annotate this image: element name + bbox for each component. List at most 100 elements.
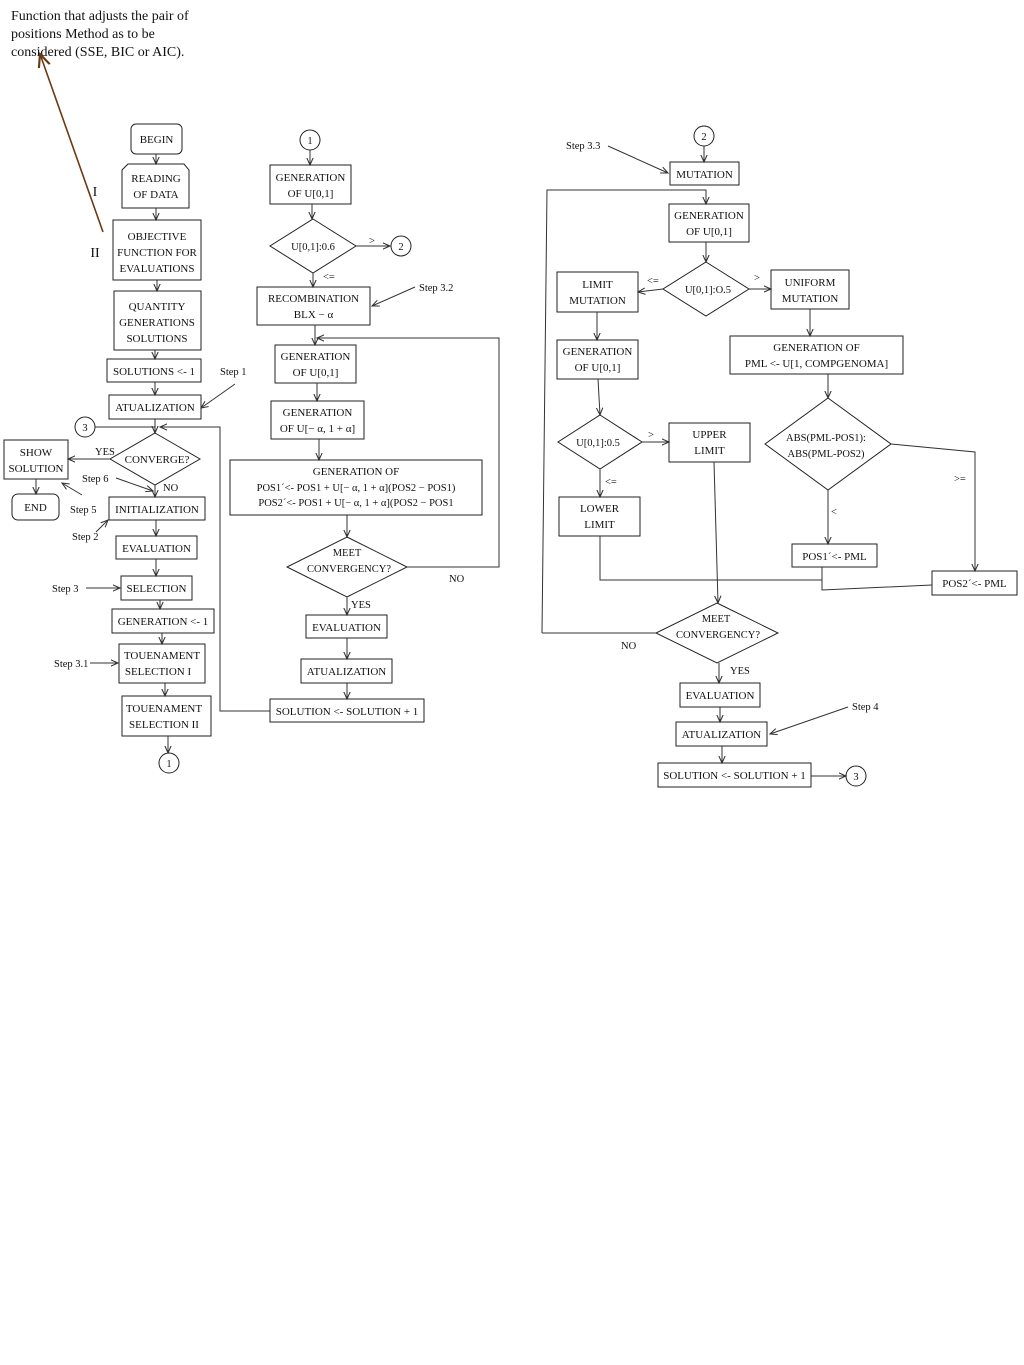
limit-mutation-label-1: LIMIT — [582, 279, 613, 291]
generation-pml-label-2: PML <- U[1, COMPGENOMA] — [745, 358, 888, 370]
uniform-mutation-label-2: MUTATION — [782, 293, 839, 305]
generation-u01-b-box — [274, 344, 357, 384]
generation-u01-c-label-2: OF U[0,1] — [686, 226, 732, 238]
meet-label-3: MEET — [702, 614, 731, 625]
generation-positions-label-3: POS2´<- POS1 + U[− α, 1 + α](POS2 − POS1 — [258, 498, 453, 509]
generation-positions-label-1: GENERATION OF — [313, 466, 399, 478]
generation-u01-b-label-1: GENERATION — [281, 351, 351, 363]
show-solution-box — [3, 439, 69, 480]
show-solution-label-2: SOLUTION — [9, 463, 64, 475]
abs-decision — [764, 397, 892, 491]
solution-inc-label: SOLUTION <- SOLUTION + 1 — [276, 706, 419, 718]
limit-mutation-box — [556, 271, 639, 313]
generation-alpha-box — [270, 400, 365, 440]
meet-label-2: CONVERGENCY? — [307, 564, 391, 575]
pos1-label: POS1´<- PML — [802, 551, 867, 563]
step-4-label: Step 4 — [852, 702, 879, 713]
limit-mutation-label-2: MUTATION — [569, 295, 626, 307]
reading-data-box — [121, 163, 190, 209]
yes-label-3: YES — [730, 666, 750, 677]
step-1-label: Step 1 — [220, 367, 247, 378]
evaluation-box-3 — [679, 682, 761, 708]
connector-2-out — [390, 235, 412, 257]
evaluation-label-3: EVALUATION — [686, 690, 755, 702]
u01-05-b-label: U[0,1]:0.5 — [576, 438, 620, 449]
mutation-flow-column: 2 Step 3.3 MUTATION GENERATION OF U[0,1]… — [541, 125, 1018, 788]
marker-i: I — [93, 185, 98, 200]
le-label-3: <= — [647, 276, 659, 287]
u01-06-label: U[0,1]:0.6 — [291, 242, 335, 253]
quantity-box — [113, 290, 202, 351]
atualization-label-3: ATUALIZATION — [682, 729, 761, 741]
lt-label: < — [831, 507, 837, 518]
generation-u01-c-label-1: GENERATION — [674, 210, 744, 222]
gt-label: > — [369, 236, 375, 247]
objective-label-3: EVALUATIONS — [120, 263, 195, 275]
objective-label-1: OBJECTIVE — [128, 231, 187, 243]
meet-label-4: CONVERGENCY? — [676, 630, 760, 641]
upper-limit-label-1: UPPER — [692, 429, 727, 441]
uniform-mutation-label-1: UNIFORM — [785, 277, 836, 289]
atualization-label-2: ATUALIZATION — [307, 666, 386, 678]
selection-label: SELECTION — [127, 583, 187, 595]
connector-1-in-label: 1 — [307, 136, 312, 147]
recombination-flow-column: 1 GENERATION OF U[0,1] U[0,1]:0.6 2 > <=… — [229, 129, 500, 723]
generation-pml-box — [729, 335, 904, 375]
generation-pml-label-1: GENERATION OF — [773, 342, 859, 354]
step-3-label: Step 3 — [52, 584, 79, 595]
generation-u01-d-label-1: GENERATION — [563, 346, 633, 358]
gt-label-3: > — [754, 273, 760, 284]
mutation-label: MUTATION — [676, 169, 733, 181]
main-flow-column: BEGIN READING OF DATA I II OBJECTIVE FUN… — [3, 123, 270, 774]
pos2-label: POS2´<- PML — [942, 578, 1007, 590]
no-label-2: NO — [449, 574, 465, 585]
generation-u01-label-1: GENERATION — [276, 172, 346, 184]
no-label: NO — [163, 483, 179, 494]
evaluation-label-2: EVALUATION — [312, 622, 381, 634]
generation-u01-b-label-2: OF U[0,1] — [293, 367, 339, 379]
end-label: END — [24, 502, 47, 514]
objective-function-note: Function that adjusts the pair of positi… — [11, 9, 189, 60]
connector-2-out-label: 2 — [398, 242, 403, 253]
tournament-2-box — [121, 695, 212, 737]
note-pointer-arrow — [40, 54, 104, 233]
step-3-2-label: Step 3.2 — [419, 283, 453, 294]
generation-u01-d-box — [556, 339, 639, 380]
pos2-box — [931, 570, 1018, 596]
generation-init-box — [111, 608, 215, 634]
abs-label-1: ABS(PML-POS1): — [786, 433, 866, 444]
connector-1-out-label: 1 — [166, 759, 171, 770]
generation-u01-d-label-2: OF U[0,1] — [575, 362, 621, 374]
tournament-1-label-2: SELECTION I — [125, 666, 192, 678]
evaluation-label: EVALUATION — [122, 543, 191, 555]
objective-label-2: FUNCTION FOR — [117, 247, 197, 259]
generation-u01-label-2: OF U[0,1] — [288, 188, 334, 200]
recombination-label-2: BLX − α — [294, 309, 334, 321]
u01-05-label: U[0,1]:O.5 — [685, 285, 731, 296]
generation-u01-box — [269, 164, 352, 205]
generation-positions-box — [229, 459, 483, 516]
connector-3-out-label: 3 — [853, 772, 858, 783]
ge-label: >= — [954, 474, 966, 485]
yes-label: YES — [95, 447, 115, 458]
tournament-2-label-2: SELECTION II — [129, 719, 199, 731]
generation-alpha-label-2: OF U[− α, 1 + α] — [280, 423, 355, 435]
meet-convergency-decision-2 — [654, 602, 780, 664]
tournament-1-label-1: TOUENAMENT — [124, 650, 200, 662]
no-label-3: NO — [621, 641, 637, 652]
objective-function-box — [112, 219, 202, 281]
yes-label-2: YES — [351, 600, 371, 611]
tournament-1-box — [118, 643, 206, 684]
generation-positions-label-2: POS1´<- POS1 + U[− α, 1 + α](POS2 − POS1… — [257, 483, 456, 494]
step-2-label: Step 2 — [72, 532, 99, 543]
upper-limit-label-2: LIMIT — [694, 445, 725, 457]
recombination-label-1: RECOMBINATION — [268, 293, 359, 305]
marker-ii: II — [90, 246, 100, 261]
reading-label-1: READING — [131, 173, 181, 185]
gt-label-4: > — [648, 430, 654, 441]
show-solution-label-1: SHOW — [20, 447, 53, 459]
abs-label-2: ABS(PML-POS2) — [787, 449, 865, 460]
step-3-3-label: Step 3.3 — [566, 141, 600, 152]
generation-alpha-label-1: GENERATION — [283, 407, 353, 419]
pos1-box — [791, 543, 878, 568]
